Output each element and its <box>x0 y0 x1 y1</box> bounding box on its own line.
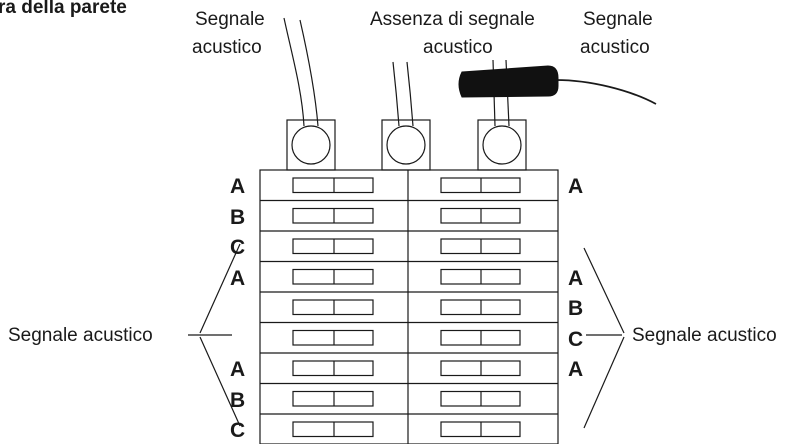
right-row-letter: B <box>568 297 584 320</box>
right-bracket-lower <box>583 336 625 429</box>
left-row-letter: C <box>230 236 246 259</box>
terminal-rows <box>260 177 558 438</box>
tester-cable <box>555 79 657 105</box>
side-label-left: Segnale acustico <box>8 325 153 346</box>
right-row-letter: A <box>568 175 584 198</box>
wire-1a <box>283 17 305 127</box>
connector-box-1 <box>286 119 336 171</box>
top-label-1-line-1: Segnale <box>195 9 265 30</box>
diagram-title: ra della parete <box>0 0 127 18</box>
connector-box-3 <box>477 119 527 171</box>
left-bracket-lower <box>199 336 241 427</box>
left-terminal <box>292 390 374 407</box>
left-row-letter: C <box>230 419 246 442</box>
tester-probe <box>458 65 559 98</box>
connector-box-2 <box>381 119 431 171</box>
left-terminal <box>292 299 374 316</box>
left-terminal <box>292 329 374 346</box>
left-row-letter: A <box>230 266 246 290</box>
side-label-right: Segnale acustico <box>632 325 777 346</box>
left-row-letter: B <box>230 205 246 229</box>
left-row-letter: B <box>230 388 246 412</box>
right-row-letter: A <box>568 358 584 381</box>
connector-circle-1 <box>291 125 331 165</box>
left-terminal <box>292 238 374 255</box>
right-row-letter: C <box>568 327 584 351</box>
left-bracket-upper <box>199 243 241 334</box>
top-label-2-line-2: acustico <box>423 37 493 58</box>
wire-2a <box>392 61 400 127</box>
left-row-letter: A <box>230 175 246 198</box>
top-label-3-line-1: Segnale <box>583 9 653 30</box>
top-label-1-line-2: acustico <box>192 37 262 58</box>
wire-2b <box>406 61 414 127</box>
right-bracket-upper <box>583 247 625 334</box>
terminal-block-frame <box>259 169 559 444</box>
top-label-2-line-1: Assenza di segnale <box>370 9 535 30</box>
connector-circle-3 <box>482 125 522 165</box>
left-terminal <box>292 177 374 194</box>
top-label-3-line-2: acustico <box>580 37 650 58</box>
left-terminal <box>292 268 374 285</box>
left-terminal <box>292 360 374 377</box>
left-row-letter: A <box>230 358 246 381</box>
right-row-letter: A <box>568 266 584 290</box>
left-terminal <box>292 207 374 224</box>
wire-1b <box>299 19 319 127</box>
connector-circle-2 <box>386 125 426 165</box>
left-terminal <box>292 421 374 438</box>
